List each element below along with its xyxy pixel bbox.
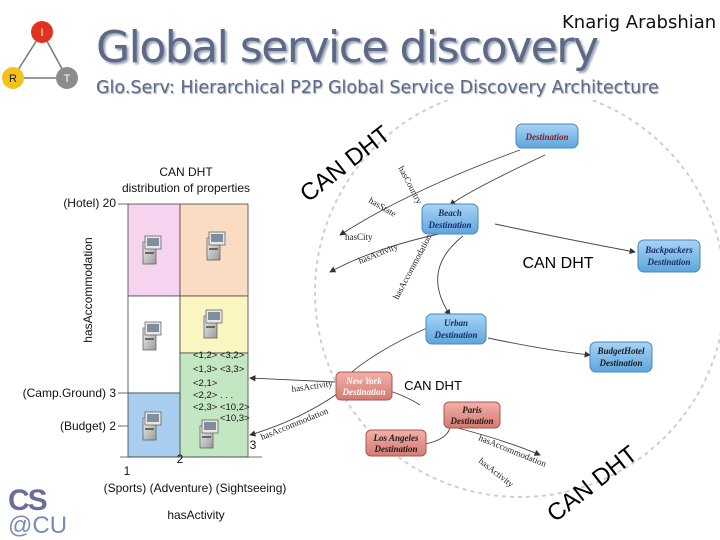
svg-text:Destination: Destination (433, 330, 477, 340)
x-axis-label: hasActivity (167, 508, 224, 522)
node-destination: Destination (515, 123, 579, 149)
irt-logo: I R T (2, 21, 78, 89)
tuple-row: <2,1> (193, 378, 218, 389)
edge-has-country: hasCountry (396, 164, 425, 206)
can-zone-grid (118, 203, 262, 458)
svg-text:Backpackers: Backpackers (644, 245, 693, 255)
svg-text:Destination: Destination (341, 387, 385, 397)
y-axis-label: hasAccommodation (81, 237, 95, 342)
tuple-row: <2,2> . . . (193, 390, 233, 401)
x-tick-3: 3 (250, 438, 257, 452)
slide-title: Global service discovery (96, 22, 599, 73)
svg-text:Destination: Destination (427, 220, 471, 230)
slide-subtitle: Glo.Serv: Hierarchical P2P Global Servic… (96, 78, 659, 98)
tuple-row: <1,3> <3,3> (193, 364, 245, 375)
node-beach-destination: Beach Destination (421, 203, 479, 235)
tuple-list: <1,2> <3,2> <1,3> <3,3> <2,1> <2,2> . . … (193, 350, 250, 424)
svg-text:Beach: Beach (437, 208, 462, 218)
cs-columbia-logo: CS @CU (4, 484, 68, 540)
node-urban-destination: Urban Destination (425, 313, 487, 345)
irt-r-node (2, 67, 24, 89)
author-name: Knarig Arabshian (562, 12, 717, 33)
svg-text:New York: New York (345, 376, 382, 386)
irt-t-label: T (64, 73, 71, 85)
grid-title-line2: distribution of properties (122, 181, 250, 195)
y-tick-hotel: (Hotel) 20 (63, 196, 116, 210)
x-tick-names: (Sports) (Adventure) (Sightseeing) (104, 481, 287, 495)
irt-i-node (31, 21, 53, 43)
svg-text:Los Angeles: Los Angeles (373, 433, 419, 443)
y-tick-budget: (Budget) 2 (60, 419, 116, 433)
svg-text:Paris: Paris (462, 405, 482, 415)
overlay-ring (314, 100, 720, 498)
architecture-diagram: CAN DHT distribution of properties (Hote… (23, 100, 720, 528)
edge-has-activity: hasActivity (357, 241, 400, 266)
node-budgethotel-destination: BudgetHotel Destination (589, 341, 653, 373)
node-paris-destination: Paris Destination (443, 401, 501, 429)
edge-has-activity: hasActivity (477, 456, 516, 490)
y-tick-campground: (Camp.Ground) 3 (23, 386, 117, 400)
svg-text:Urban: Urban (444, 318, 468, 328)
svg-text:BudgetHotel: BudgetHotel (597, 346, 645, 356)
tuple-row: <10,3> (220, 413, 250, 424)
can-dht-label-right: CAN DHT (522, 255, 593, 272)
edge-has-city: hasCity (345, 232, 373, 242)
tuple-row: <2,3> <10,2> (193, 402, 250, 413)
svg-text:Destination: Destination (646, 257, 690, 267)
svg-text:Destination: Destination (524, 132, 568, 142)
svg-text:Destination: Destination (373, 444, 417, 454)
tuple-row: <1,2> <3,2> (193, 350, 245, 361)
svg-text:Destination: Destination (449, 416, 493, 426)
edge-has-accommodation: hasAccommodation (391, 232, 434, 301)
can-dht-label-top: CAN DHT (295, 120, 396, 207)
edge-has-accommodation: hasAccommodation (259, 405, 330, 441)
can-dht-label-bottom: CAN DHT (542, 440, 643, 527)
logo-cs-text: CS (8, 484, 48, 517)
can-dht-label-middle: CAN DHT (404, 378, 462, 393)
irt-i-label: I (40, 27, 43, 39)
node-newyork-destination: New York Destination (335, 371, 393, 401)
logo-at-cu-text: @CU (8, 512, 68, 539)
x-tick-2: 2 (177, 452, 184, 466)
node-backpackers-destination: Backpackers Destination (637, 239, 701, 273)
grid-title-line1: CAN DHT (159, 165, 213, 179)
edge-has-state: hasState (367, 195, 398, 219)
x-tick-1: 1 (124, 464, 131, 478)
node-losangeles-destination: Los Angeles Destination (365, 429, 427, 457)
irt-t-node (56, 67, 78, 89)
svg-text:Destination: Destination (598, 358, 642, 368)
zone-blue (127, 392, 181, 458)
irt-r-label: R (9, 73, 17, 85)
